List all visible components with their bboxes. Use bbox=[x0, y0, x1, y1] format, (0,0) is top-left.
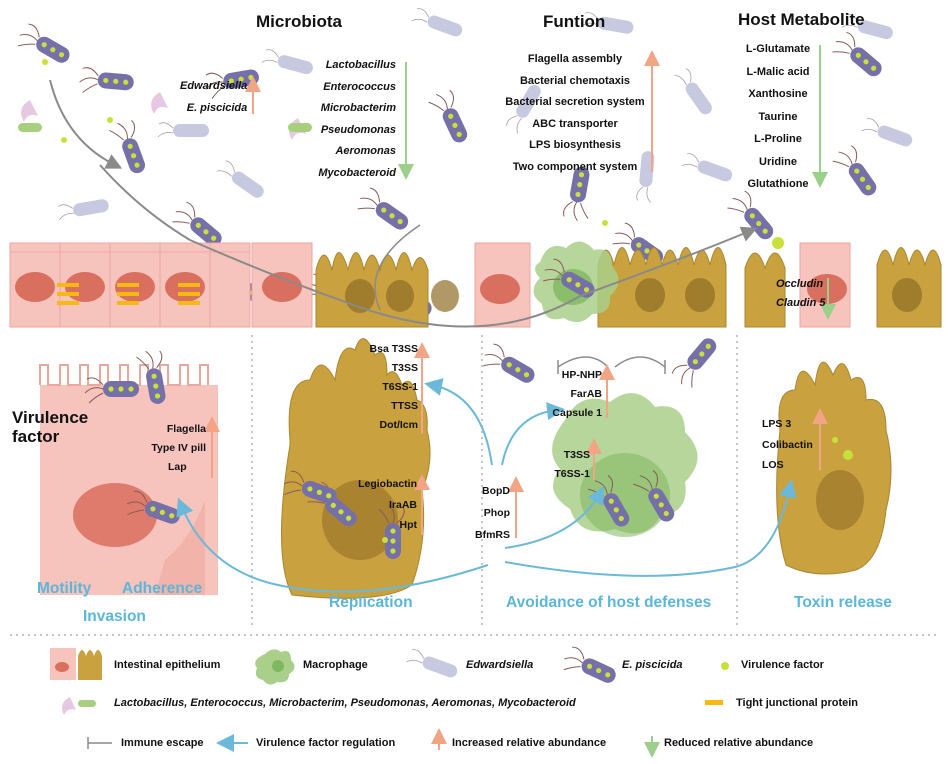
legend-tight-junction: Tight junctional protein bbox=[736, 697, 859, 709]
panel-epithelial-cell bbox=[39, 348, 218, 595]
legend-edwardsiella: Edwardsiella bbox=[466, 659, 534, 671]
microbiota-reduced-item: Enterococcus bbox=[323, 80, 396, 93]
metabolite-list: L-Glutamate L-Malic acid Xanthosine Taur… bbox=[740, 38, 816, 196]
epithelium-legend-icon bbox=[50, 648, 102, 680]
stage-adherence: Adherence bbox=[122, 580, 203, 597]
legend-commensals: Lactobacillus, Enterococcus, Microbacter… bbox=[114, 697, 576, 709]
secretion-system-list: Bsa T3SS T3SS T6SS-1 TTSS Dot/Icm bbox=[352, 340, 418, 435]
iron-factor: Hpt bbox=[399, 519, 418, 531]
panel-toxin-cell bbox=[776, 361, 892, 575]
adherence-factor: Lap bbox=[168, 461, 187, 473]
stage-avoidance: Avoidance of host defenses bbox=[506, 594, 712, 611]
legend-reduced: Reduced relative abundance bbox=[664, 737, 814, 749]
secretion-system: T6SS-1 bbox=[382, 381, 418, 393]
legend-immune-escape: Immune escape bbox=[121, 737, 204, 749]
function-item: Flagella assembly bbox=[527, 53, 623, 65]
iron-factor-list: Legiobactin IraAB Hpt bbox=[350, 474, 417, 536]
secretion-system: T3SS bbox=[391, 362, 418, 374]
macrophage-factor: T6SS-1 bbox=[554, 468, 590, 480]
regulator: BfmRS bbox=[474, 529, 510, 541]
healthy-epithelium bbox=[9, 242, 851, 328]
epithelium-row bbox=[9, 79, 942, 328]
tight-junctions bbox=[57, 283, 200, 305]
metabolite-item: Taurine bbox=[758, 110, 798, 123]
increased-microbiota-list: Edwardsiella E. piscicida bbox=[180, 76, 247, 119]
stage-toxin-release: Toxin release bbox=[794, 594, 892, 611]
stage-invasion: Invasion bbox=[83, 608, 146, 625]
tight-junction-legend-icon bbox=[705, 700, 723, 705]
regulator-list: BopD Phop BfmRS bbox=[474, 480, 510, 546]
escape-factor: Capsule 1 bbox=[552, 407, 602, 419]
toxin-list: LPS 3 Colibactin LOS bbox=[762, 414, 813, 476]
regulator: Phop bbox=[483, 507, 510, 519]
adherence-factor: Type IV pill bbox=[151, 442, 206, 454]
infected-epithelium bbox=[315, 247, 942, 328]
legend-e-piscicida: E. piscicida bbox=[622, 659, 683, 671]
reduced-microbiota-list: Lactobacillus Enterococcus Microbacterim… bbox=[318, 55, 396, 184]
panel-replication-cell bbox=[280, 338, 431, 599]
metabolite-item: L-Glutamate bbox=[745, 43, 811, 55]
microbiota-increased-item: E. piscicida bbox=[186, 101, 248, 114]
tight-junction-gene-list: Occludin Claudin 5 bbox=[776, 275, 826, 313]
metabolite-item: L-Malic acid bbox=[746, 65, 810, 78]
tight-junction-gene: Occludin bbox=[776, 278, 824, 290]
microbiota-reduced-item: Lactobacillus bbox=[325, 59, 396, 71]
function-list: Flagella assembly Bacterial chemotaxis B… bbox=[505, 49, 645, 178]
regulator: BopD bbox=[482, 485, 510, 497]
legend-virulence-factor: Virulence factor bbox=[741, 659, 824, 671]
metabolite-item: Uridine bbox=[759, 155, 797, 168]
microbiota-reduced-item: Microbacterim bbox=[320, 102, 396, 114]
escape-factor: FarAB bbox=[570, 388, 602, 400]
function-item: Bacterial chemotaxis bbox=[519, 74, 631, 87]
microbiota-reduced-item: Mycobacteroid bbox=[318, 166, 396, 179]
microbiota-header: Microbiota bbox=[256, 12, 342, 31]
adherence-factor-list: Flagella Type IV pill Lap bbox=[136, 420, 206, 477]
secretion-system: Dot/Icm bbox=[379, 419, 418, 431]
virulence-factor-legend-icon bbox=[721, 662, 729, 670]
stage-replication: Replication bbox=[329, 594, 413, 611]
microbiota-reduced-item: Pseudomonas bbox=[320, 123, 396, 136]
iron-factor: IraAB bbox=[388, 498, 417, 511]
metabolite-item: L-Proline bbox=[754, 133, 802, 145]
function-item: ABC transporter bbox=[532, 117, 618, 130]
abundance-arrows bbox=[204, 45, 836, 538]
legend-intestinal-epithelium: Intestinal epithelium bbox=[114, 659, 221, 671]
metabolite-item: Glutathione bbox=[747, 178, 809, 190]
legend-increased: Increased relative abundance bbox=[452, 737, 607, 749]
function-item: LPS biosynthesis bbox=[529, 139, 621, 151]
function-item: Two component system bbox=[512, 160, 638, 173]
secretion-system: Bsa T3SS bbox=[369, 343, 418, 355]
tight-junction-gene: Claudin 5 bbox=[776, 297, 826, 309]
metabolite-item: Xanthosine bbox=[748, 88, 808, 100]
adherence-factor: Flagella bbox=[166, 423, 206, 435]
microbiota-increased-item: Edwardsiella bbox=[180, 80, 248, 92]
macrophage-legend-icon bbox=[255, 649, 295, 685]
escape-factor: HP-NHP bbox=[561, 369, 602, 381]
commensal-legend-icon bbox=[62, 697, 96, 715]
toxin: LPS 3 bbox=[762, 418, 792, 430]
host-metabolite-header: Host Metabolite bbox=[738, 10, 865, 29]
bacteria-cloud bbox=[14, 6, 915, 325]
microbiota-reduced-item: Aeromonas bbox=[335, 145, 396, 157]
virulence-factor-heading: Virulence factor bbox=[12, 408, 89, 446]
macrophage-factor-list: T3SS T6SS-1 bbox=[554, 446, 590, 484]
stage-motility: Motility bbox=[37, 580, 92, 597]
regulation-arrows bbox=[176, 378, 797, 593]
iron-factor: Legiobactin bbox=[358, 478, 417, 490]
function-item: Bacterial secretion system bbox=[505, 96, 645, 108]
macrophage-row bbox=[533, 241, 619, 323]
macrophage-factor: T3SS bbox=[563, 449, 590, 461]
legend-vf-regulation: Virulence factor regulation bbox=[256, 737, 396, 749]
function-header: Funtion bbox=[543, 12, 606, 31]
immune-escape-legend-icon bbox=[87, 737, 112, 749]
edwardsiella-legend-icon bbox=[406, 647, 460, 680]
secretion-system: TTSS bbox=[391, 400, 418, 412]
legend-icons bbox=[50, 644, 729, 758]
e-piscicida-legend-icon bbox=[559, 644, 621, 692]
legend-macrophage: Macrophage bbox=[303, 659, 368, 671]
immune-escape-factor-list: HP-NHP FarAB Capsule 1 bbox=[550, 366, 602, 423]
toxin: Colibactin bbox=[762, 438, 813, 451]
toxin: LOS bbox=[762, 459, 784, 471]
